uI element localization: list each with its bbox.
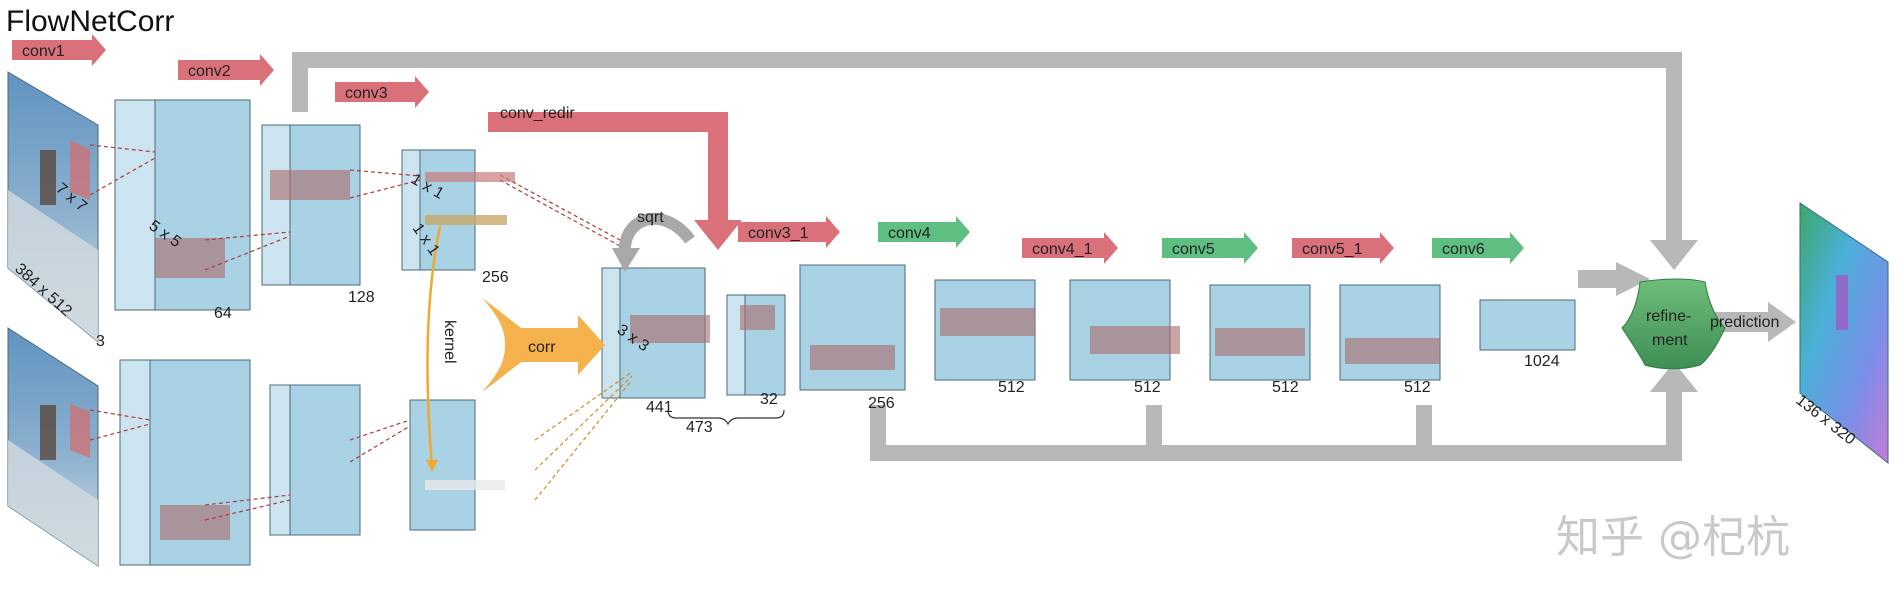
conv-redir-arrow: [488, 112, 742, 250]
skip-connections: [292, 52, 1796, 461]
kernel-patch: [630, 315, 710, 343]
channel-label-conv5_1: 512: [1404, 379, 1431, 396]
channel-label-conv4: 512: [998, 379, 1025, 396]
kernel-label: kernel: [441, 320, 458, 364]
sqrt-arrow: [618, 212, 695, 259]
refinement-label-1: refine-: [1646, 308, 1691, 325]
channel-label-conv4_1: 512: [1134, 379, 1161, 396]
layer-arrow-conv2: conv2: [178, 54, 274, 86]
channel-label-conv1: 64: [214, 305, 232, 322]
channel-label-conv6: 1024: [1524, 353, 1560, 370]
kernel-patch: [160, 505, 230, 540]
kernel-patch: [155, 238, 225, 278]
layer-arrow-conv5_1: conv5_1: [1292, 232, 1394, 264]
concat-brace: [667, 409, 785, 426]
input-image-2: [7, 327, 99, 567]
corr-lines: [534, 371, 633, 501]
kernel-lines: [89, 144, 621, 521]
layer-arrow-conv3: conv3: [335, 76, 429, 108]
kernel-patch: [1345, 338, 1440, 364]
channel-label-conv3: 256: [482, 269, 509, 286]
conv2-block: [261, 124, 361, 286]
layer-arrow-label: conv6: [1442, 241, 1485, 258]
layer-arrow-label: conv3: [345, 85, 388, 102]
refinement-module: [1621, 278, 1726, 370]
prediction-label: prediction: [1710, 314, 1779, 331]
corr-label: corr: [528, 339, 556, 356]
kernel-patch: [810, 345, 895, 370]
sqrt-arrowhead: [612, 248, 640, 272]
kernel-patch: [1090, 326, 1180, 354]
channel-label-conv3_1: 256: [868, 395, 895, 412]
channel-label-conv5: 512: [1272, 379, 1299, 396]
input-image-1: [7, 71, 99, 344]
watermark: 知乎 @杞杭: [1556, 512, 1790, 563]
output-flow-image: [1799, 202, 1889, 465]
corr-arrow-head: [578, 315, 605, 375]
layer-arrow-conv4_1: conv4_1: [1022, 232, 1118, 264]
layer-arrow-conv3_1: conv3_1: [738, 216, 840, 248]
layer-arrow-label: conv1: [22, 43, 65, 60]
layer-arrow-conv1: conv1: [12, 34, 106, 66]
conv5-1-block: [1339, 284, 1441, 381]
corr-arrow-body: [510, 328, 580, 362]
channel-label-input: 3: [96, 333, 105, 350]
kernel-patch: [740, 305, 775, 330]
layer-arrow-conv6: conv6: [1432, 232, 1524, 264]
layer-arrow-label: conv_redir: [500, 105, 575, 122]
layer-arrow-conv_redir: conv_redir: [500, 105, 575, 122]
feature-blocks: [114, 99, 1576, 566]
conv3b-kernel-bar: [425, 480, 505, 490]
sqrt-label: sqrt: [637, 209, 664, 226]
kernel-arrowhead: [426, 460, 438, 472]
conv3-1x1-kernel-red: [425, 172, 515, 182]
conv3-1-block: [799, 264, 906, 391]
conv3-block: [401, 149, 476, 271]
conv1-block: [114, 99, 251, 311]
layer-arrow-label: conv2: [188, 63, 231, 80]
layer-arrow-label: conv5: [1172, 241, 1215, 258]
layer-arrow-conv5: conv5: [1162, 232, 1258, 264]
channel-label-concat: 473: [686, 419, 713, 436]
kernel-arrow: [426, 225, 442, 469]
layer-arrow-conv4: conv4: [878, 216, 970, 248]
conv6-block: [1479, 299, 1576, 351]
channel-label-conv2: 128: [348, 289, 375, 306]
kernel-patch: [270, 170, 350, 200]
kernel-patch: [1215, 328, 1305, 356]
conv3-1x1-kernel-orange: [425, 215, 507, 225]
refinement-label-2: ment: [1652, 332, 1688, 349]
kernel-patch: [940, 308, 1035, 336]
conv2-block-lower: [269, 384, 361, 536]
labels: conv1 conv2 conv3 conv_redir conv3_1 conv4 con…: [11, 34, 1858, 448]
layer-arrow-label: conv3_1: [748, 225, 809, 242]
layer-arrow-label: conv4: [888, 225, 931, 242]
conv3-block-lower: [409, 399, 476, 531]
channel-label-redir: 32: [760, 391, 778, 408]
channel-label-corr: 441: [646, 399, 673, 416]
diagram-title: FlowNetCorr: [6, 5, 174, 38]
layer-arrow-label: conv4_1: [1032, 241, 1093, 258]
layer-arrow-label: conv5_1: [1302, 241, 1363, 258]
